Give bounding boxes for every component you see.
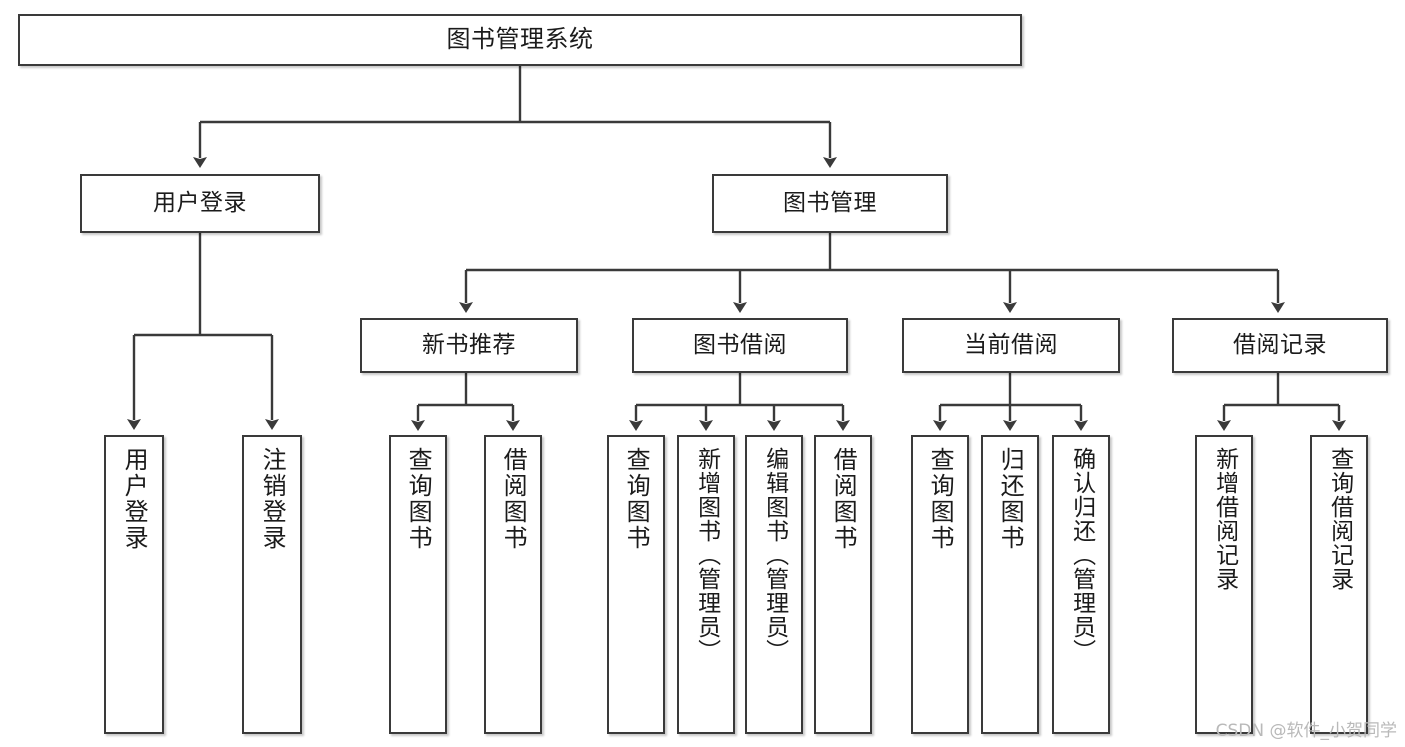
- node-current-borrow[interactable]: 当前借阅: [902, 318, 1120, 373]
- node-leaf-query-book-2[interactable]: 查询图书: [607, 435, 665, 734]
- node-label: 借阅记录: [1233, 332, 1327, 359]
- node-label: 查询图书: [926, 447, 955, 551]
- node-root-system[interactable]: 图书管理系统: [18, 14, 1022, 66]
- node-book-management[interactable]: 图书管理: [712, 174, 948, 233]
- node-label: 借阅图书: [499, 447, 528, 551]
- node-label: 查询图书: [622, 447, 651, 551]
- node-label: 图书管理系统: [446, 25, 594, 54]
- node-label: 新书推荐: [422, 332, 516, 359]
- node-borrow-record[interactable]: 借阅记录: [1172, 318, 1388, 373]
- node-new-book-recommend[interactable]: 新书推荐: [360, 318, 578, 373]
- node-leaf-add-borrow-record[interactable]: 新增借阅记录: [1195, 435, 1253, 734]
- node-label: 新增借阅记录: [1211, 447, 1238, 591]
- node-label: 用户登录: [120, 447, 149, 551]
- node-leaf-query-book-3[interactable]: 查询图书: [911, 435, 969, 734]
- node-book-borrow[interactable]: 图书借阅: [632, 318, 848, 373]
- node-leaf-query-book-1[interactable]: 查询图书: [389, 435, 447, 734]
- node-label: 注销登录: [258, 447, 287, 551]
- node-label: 查询图书: [404, 447, 433, 551]
- node-leaf-return-book[interactable]: 归还图书: [981, 435, 1039, 734]
- node-label: 归还图书: [996, 447, 1025, 551]
- node-label: 确认归还（管理员）: [1068, 447, 1095, 663]
- node-leaf-query-borrow-record[interactable]: 查询借阅记录: [1310, 435, 1368, 734]
- node-user-login[interactable]: 用户登录: [80, 174, 320, 233]
- node-label: 用户登录: [153, 190, 247, 217]
- node-label: 查询借阅记录: [1326, 447, 1353, 591]
- node-label: 编辑图书（管理员）: [761, 447, 788, 663]
- node-leaf-add-book-admin[interactable]: 新增图书（管理员）: [677, 435, 735, 734]
- node-label: 图书管理: [783, 190, 877, 217]
- node-label: 借阅图书: [829, 447, 858, 551]
- node-leaf-user-login[interactable]: 用户登录: [104, 435, 164, 734]
- watermark: CSDN @软件_小贺同学: [1215, 721, 1397, 741]
- node-leaf-borrow-book-2[interactable]: 借阅图书: [814, 435, 872, 734]
- node-label: 图书借阅: [693, 332, 787, 359]
- node-label: 新增图书（管理员）: [693, 447, 720, 663]
- node-label: 当前借阅: [964, 332, 1058, 359]
- node-leaf-borrow-book-1[interactable]: 借阅图书: [484, 435, 542, 734]
- node-leaf-logout-login[interactable]: 注销登录: [242, 435, 302, 734]
- node-leaf-confirm-return-admin[interactable]: 确认归还（管理员）: [1052, 435, 1110, 734]
- node-leaf-edit-book-admin[interactable]: 编辑图书（管理员）: [745, 435, 803, 734]
